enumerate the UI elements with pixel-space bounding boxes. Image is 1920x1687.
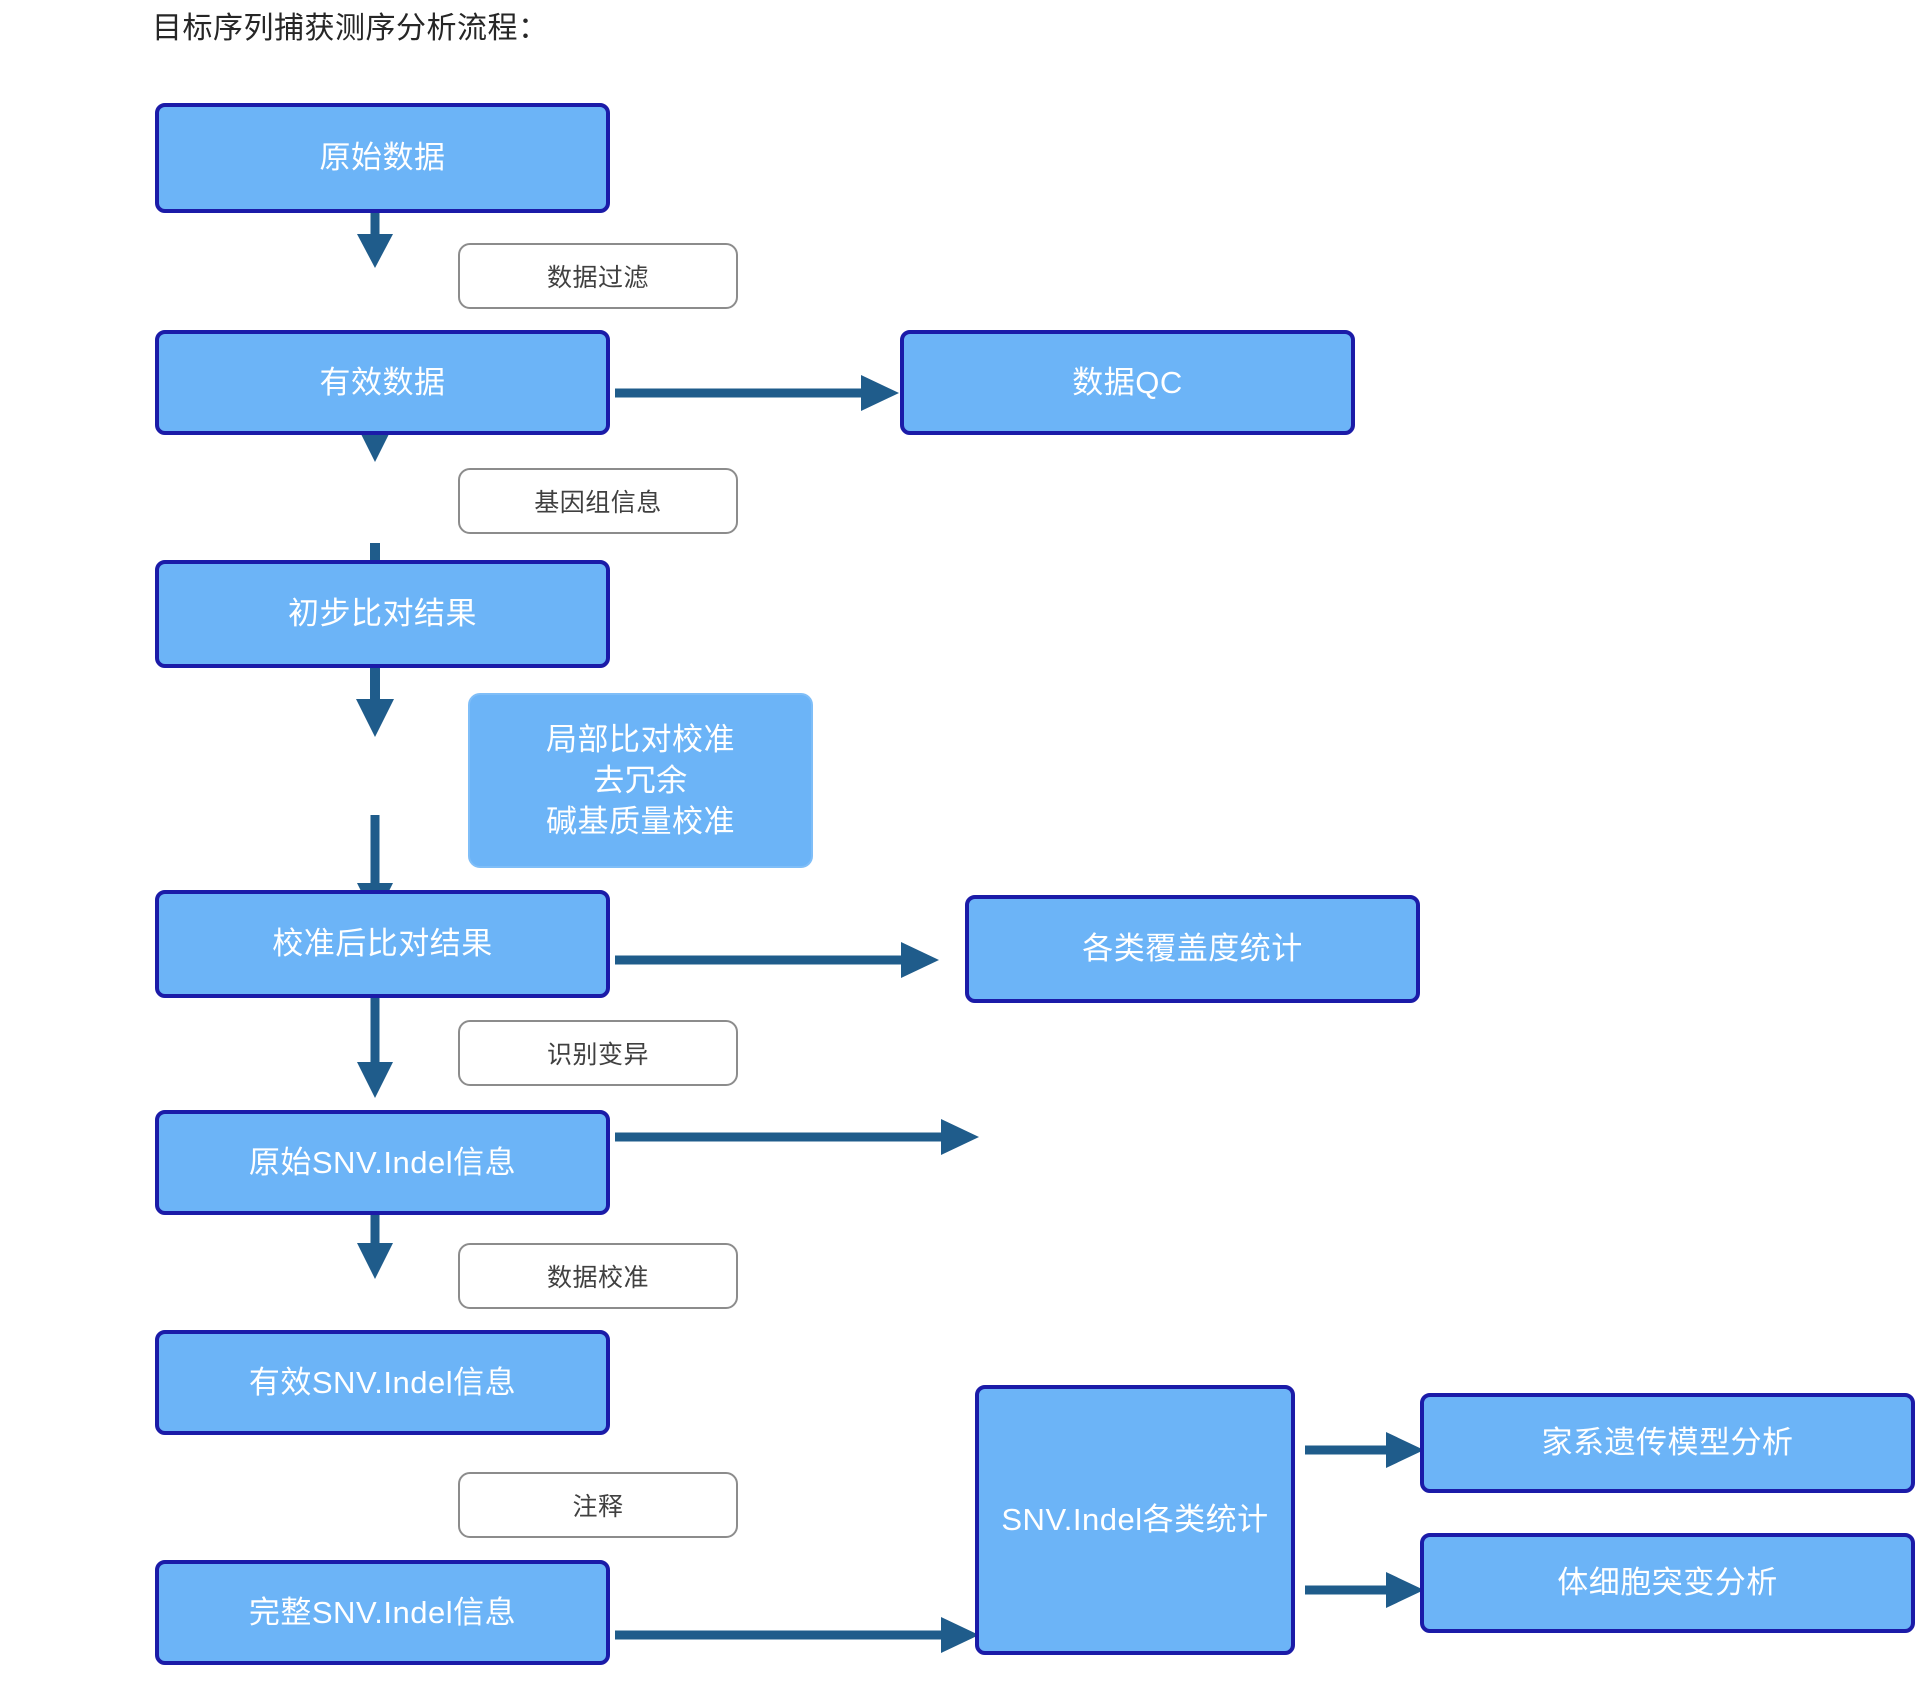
note-realignment-line-2: 去冗余 (593, 762, 688, 798)
caption-data-filter: 数据过滤 (458, 243, 738, 309)
node-valid-snv-indel[interactable]: 有效SNV.Indel信息 (155, 1330, 610, 1435)
note-realignment-line-3: 碱基质量校准 (546, 804, 735, 840)
note-realignment-line-1: 局部比对校准 (546, 721, 735, 757)
caption-annotation: 注释 (458, 1472, 738, 1538)
node-coverage-stats[interactable]: 各类覆盖度统计 (965, 895, 1420, 1003)
arrow-clean-to-qc (615, 368, 915, 418)
node-recalibrated-alignment[interactable]: 校准后比对结果 (155, 890, 610, 998)
node-raw-data[interactable]: 原始数据 (155, 103, 610, 213)
node-somatic-mutation[interactable]: 体细胞突变分析 (1420, 1533, 1915, 1633)
arrow-stats-to-somatic-mutation (1305, 1565, 1445, 1615)
arrow-raw-snv-to-valid-snv (345, 994, 405, 1104)
note-realignment-block: 局部比对校准 去冗余 碱基质量校准 (468, 693, 813, 868)
node-initial-alignment[interactable]: 初步比对结果 (155, 560, 610, 668)
arrow-valid-snv-to-stats (615, 1112, 995, 1162)
node-raw-snv-indel[interactable]: 原始SNV.Indel信息 (155, 1110, 610, 1215)
arrow-recalibrated-to-coverage (615, 935, 955, 985)
arrow-full-snv-to-stats (615, 1610, 995, 1660)
arrow-stats-to-family-model (1305, 1425, 1445, 1475)
node-full-snv-indel[interactable]: 完整SNV.Indel信息 (155, 1560, 610, 1665)
node-clean-data[interactable]: 有效数据 (155, 330, 610, 435)
caption-variant-calling: 识别变异 (458, 1020, 738, 1086)
node-data-qc[interactable]: 数据QC (900, 330, 1355, 435)
node-family-model[interactable]: 家系遗传模型分析 (1420, 1393, 1915, 1493)
page-title: 目标序列捕获测序分析流程： (152, 12, 549, 45)
node-snv-indel-stats[interactable]: SNV.Indel各类统计 (975, 1385, 1295, 1655)
caption-data-calibration: 数据校准 (458, 1243, 738, 1309)
caption-genome-info: 基因组信息 (458, 468, 738, 534)
